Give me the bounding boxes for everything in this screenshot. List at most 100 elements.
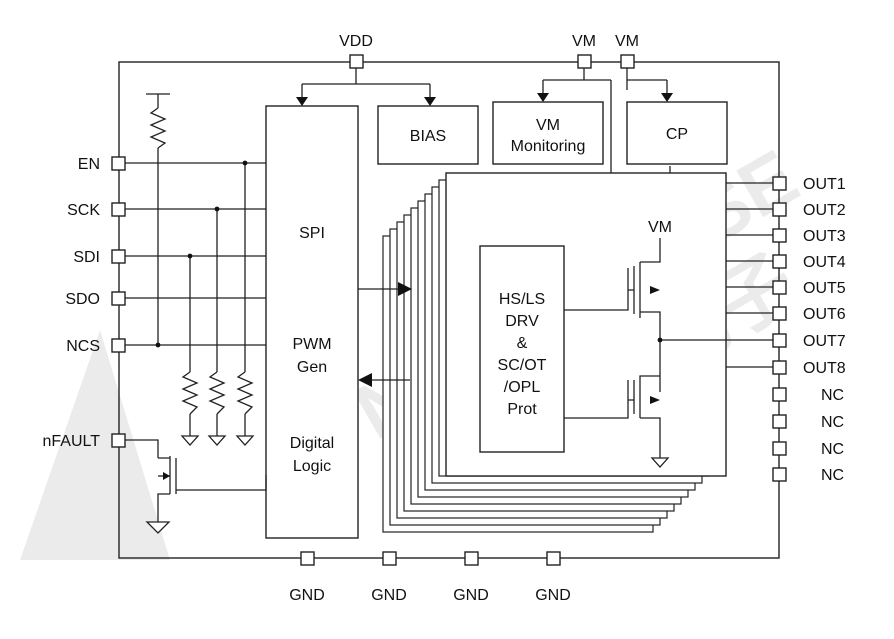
pin-label-gnd-1: GND	[289, 587, 325, 604]
pin-label-gnd-2: GND	[371, 587, 407, 604]
pin-label-out3: OUT3	[803, 228, 846, 245]
arrow-icon	[661, 93, 673, 102]
arrow-icon	[358, 373, 372, 387]
vm-wiring	[542, 68, 671, 178]
junction-dot	[657, 337, 663, 343]
pin-label-out4: OUT4	[803, 254, 846, 271]
digital-logic-label-1: Digital	[290, 435, 334, 452]
ground-icon	[180, 435, 200, 446]
pin-pad	[772, 414, 787, 429]
driver-block: HS/LS DRV & SC/OT /OPL Prot	[479, 245, 565, 453]
watermark-logo	[20, 330, 170, 560]
resistor-pullup	[149, 107, 167, 149]
pin-pad	[772, 202, 787, 217]
junction-dot	[187, 253, 193, 259]
arrow-icon	[398, 282, 412, 296]
driver-label-4: SC/OT	[498, 357, 547, 374]
pin-pad	[772, 467, 787, 482]
vm-monitoring-block: VM Monitoring	[492, 101, 604, 165]
arrow-icon	[296, 97, 308, 106]
pin-pad	[577, 54, 592, 69]
pin-pad	[111, 202, 126, 217]
driver-label-6: Prot	[507, 401, 537, 418]
vm-monitoring-label-1: VM	[536, 117, 560, 134]
resistor-pulldown-1	[181, 371, 199, 415]
pin-pad	[772, 280, 787, 295]
junction-dot	[214, 206, 220, 212]
pin-pad	[772, 333, 787, 348]
pin-pad	[111, 156, 126, 171]
pin-label-gnd-4: GND	[535, 587, 571, 604]
pin-pad	[111, 249, 126, 264]
pin-pad	[772, 360, 787, 375]
pin-pad	[772, 441, 787, 456]
driver-label-5: /OPL	[504, 379, 541, 396]
pin-label-sck: SCK	[67, 202, 100, 219]
pin-label-out5: OUT5	[803, 280, 846, 297]
bus-arrows	[358, 288, 410, 381]
pin-label-nc-4: NC	[821, 467, 844, 484]
right-wiring	[726, 182, 779, 368]
left-wiring	[124, 93, 267, 522]
junction-dot	[155, 342, 161, 348]
ground-icon	[235, 435, 255, 446]
pin-label-nc-2: NC	[821, 414, 844, 431]
pin-pad	[546, 551, 561, 566]
pin-pad	[772, 176, 787, 191]
arrow-icon	[650, 286, 660, 294]
pin-label-ncs: NCS	[66, 338, 100, 355]
pwm-label-1: PWM	[292, 336, 331, 353]
pwm-label-2: Gen	[297, 359, 327, 376]
driver-vm-label: VM	[648, 219, 672, 236]
right-pins: OUT1 OUT2 OUT3 OUT4 OUT5 OUT6 OUT7 OUT8 …	[772, 176, 846, 484]
pin-label-out7: OUT7	[803, 333, 846, 350]
pin-pad	[772, 254, 787, 269]
pin-label-out8: OUT8	[803, 360, 846, 377]
arrow-icon	[163, 472, 170, 480]
pin-label-nfault: nFAULT	[43, 433, 101, 450]
pin-pad	[111, 338, 126, 353]
pin-label-en: EN	[78, 156, 100, 173]
digital-logic-label-2: Logic	[293, 458, 331, 475]
bias-label: BIAS	[410, 128, 446, 145]
pin-pad	[772, 228, 787, 243]
left-pins: EN SCK SDI SDO NCS nFAULT	[43, 156, 126, 450]
ground-icon	[207, 435, 227, 446]
pin-pad	[772, 306, 787, 321]
pin-pad	[111, 291, 126, 306]
pin-label-nc-1: NC	[821, 387, 844, 404]
pin-label-out1: OUT1	[803, 176, 846, 193]
output-stage: VM	[564, 219, 726, 458]
ground-icon	[145, 521, 171, 534]
driver-label-3: &	[517, 335, 528, 352]
pin-pad	[620, 54, 635, 69]
pin-label-sdo: SDO	[65, 291, 100, 308]
cp-label: CP	[666, 126, 688, 143]
logic-block: SPI PWM Gen Digital Logic	[265, 105, 359, 539]
pin-label-gnd-3: GND	[453, 587, 489, 604]
pin-label-vm-1: VM	[572, 33, 596, 50]
arrow-icon	[537, 93, 549, 102]
pin-label-vm-2: VM	[615, 33, 639, 50]
pin-vm-2: VM	[615, 33, 639, 69]
vdd-wiring	[301, 68, 431, 98]
spi-label: SPI	[299, 225, 325, 242]
pin-label-nc-3: NC	[821, 441, 844, 458]
pin-pad	[464, 551, 479, 566]
arrow-icon	[650, 396, 660, 404]
bottom-pins: GND GND GND GND	[289, 551, 571, 604]
ground-icon	[650, 457, 670, 468]
pin-pad	[772, 387, 787, 402]
pin-label-sdi: SDI	[73, 249, 100, 266]
bias-block: BIAS	[377, 105, 479, 165]
pin-label-out2: OUT2	[803, 202, 846, 219]
pin-pad	[111, 433, 126, 448]
vm-monitoring-label-2: Monitoring	[511, 138, 586, 155]
resistor-pulldown-2	[208, 371, 226, 415]
cp-block: CP	[626, 101, 728, 165]
junction-dot	[242, 160, 248, 166]
resistor-pulldown-3	[236, 371, 254, 415]
pin-vm-1: VM	[572, 33, 596, 69]
pin-label-vdd: VDD	[339, 33, 373, 50]
